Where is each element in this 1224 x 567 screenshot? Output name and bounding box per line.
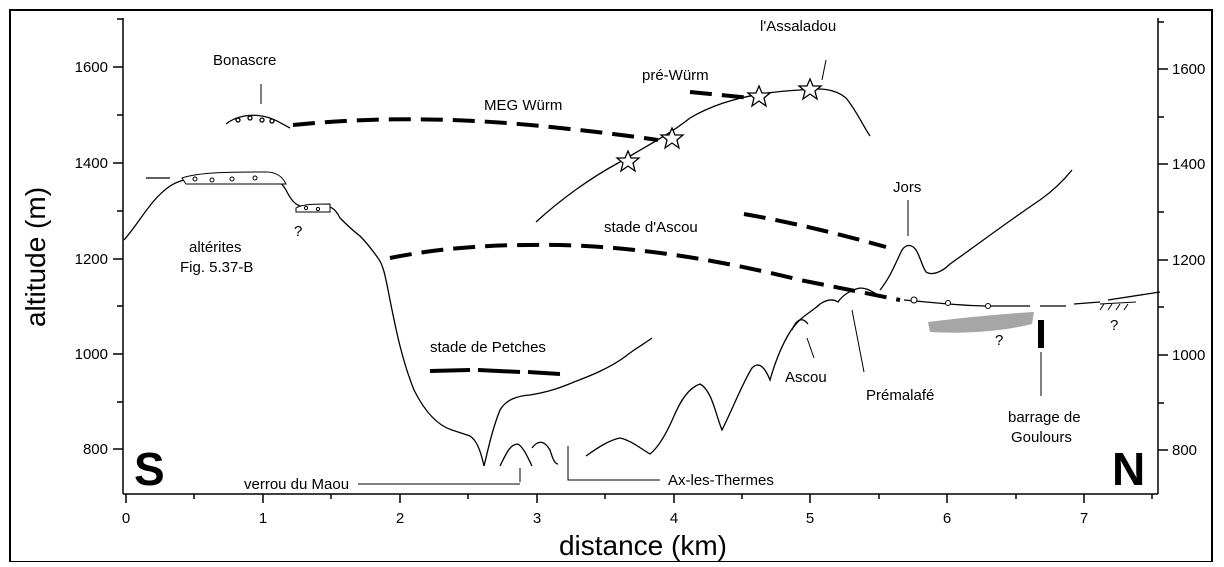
label-alterites: altérites — [189, 239, 242, 256]
label-barrage: barrage de — [1008, 409, 1081, 426]
label-question-right: ? — [1110, 317, 1118, 334]
label-meg-wurm: MEG Würm — [484, 97, 562, 114]
label-fig-ref: Fig. 5.37-B — [180, 259, 253, 276]
star-icon — [797, 77, 823, 101]
deposit-left-plateau — [181, 171, 331, 213]
verrou-rock-2 — [531, 441, 559, 465]
ax-leader — [567, 446, 660, 481]
x-ticks — [125, 494, 1153, 503]
x-tick-6: 6 — [943, 510, 951, 527]
label-stade-ascou: stade d'Ascou — [604, 219, 698, 236]
y-tick-right-1000: 1000 — [1172, 347, 1205, 364]
x-axis-title: distance (km) — [559, 530, 727, 561]
x-tick-5: 5 — [806, 510, 814, 527]
premalafe-leader — [851, 309, 865, 373]
ascou-knob — [791, 319, 809, 331]
label-stade-petches: stade de Petches — [430, 339, 546, 356]
label-assaladou: l'Assaladou — [760, 18, 836, 35]
label-ascou: Ascou — [785, 369, 827, 386]
star-icon — [615, 149, 641, 173]
label-question-alterites: ? — [294, 223, 302, 240]
x-tick-2: 2 — [396, 510, 404, 527]
verrou-rock — [499, 443, 533, 467]
y-ticks-left — [113, 18, 123, 450]
label-verrou: verrou du Maou — [244, 476, 349, 493]
label-ax-les-thermes: Ax-les-Thermes — [668, 472, 774, 489]
ascou-leader — [806, 337, 815, 359]
x-tick-1: 1 — [259, 510, 267, 527]
label-bonascre: Bonascre — [213, 52, 276, 69]
label-pre-wurm: pré-Würm — [642, 67, 709, 84]
meg-wurm-line — [292, 117, 659, 142]
barrage-marker — [1038, 320, 1044, 348]
label-premalafe: Prémalafé — [866, 387, 934, 404]
assaladou-ridge — [535, 88, 871, 223]
pre-wurm-line — [689, 90, 753, 100]
x-tick-7: 7 — [1080, 510, 1088, 527]
y-tick-right-800: 800 — [1172, 442, 1197, 459]
star-icon — [659, 126, 685, 150]
y-tick-left-1600: 1600 — [75, 59, 108, 76]
y-tick-left-1200: 1200 — [75, 251, 108, 268]
bonascre-summit — [225, 114, 291, 129]
x-tick-0: 0 — [122, 510, 130, 527]
label-question-deposit: ? — [995, 332, 1003, 349]
south-label: S — [134, 443, 165, 495]
assaladou-leader — [821, 59, 827, 81]
y-tick-right-1200: 1200 — [1172, 252, 1205, 269]
stade-ascou-upper-line — [743, 212, 887, 249]
stade-petches-line — [429, 368, 561, 376]
x-tick-3: 3 — [533, 510, 541, 527]
y-tick-left-1400: 1400 — [75, 155, 108, 172]
goulours-deposit — [903, 291, 1161, 333]
label-jors: Jors — [893, 179, 921, 196]
stade-ascou-lower-line — [389, 242, 901, 302]
x-tick-4: 4 — [670, 510, 678, 527]
y-tick-left-800: 800 — [83, 441, 108, 458]
north-label: N — [1112, 443, 1145, 495]
star-markers — [615, 77, 823, 173]
y-ticks-right — [1158, 21, 1168, 451]
main-profile — [123, 175, 653, 467]
y-axis-title: altitude (m) — [20, 187, 51, 327]
y-tick-right-1600: 1600 — [1172, 61, 1205, 78]
label-goulours: Goulours — [1011, 429, 1072, 446]
y-tick-right-1400: 1400 — [1172, 156, 1205, 173]
valley-floor-right — [585, 287, 881, 457]
figure-border — [9, 9, 1213, 563]
star-icon — [746, 84, 772, 108]
jors-ridge — [879, 169, 1073, 291]
y-tick-left-1000: 1000 — [75, 346, 108, 363]
